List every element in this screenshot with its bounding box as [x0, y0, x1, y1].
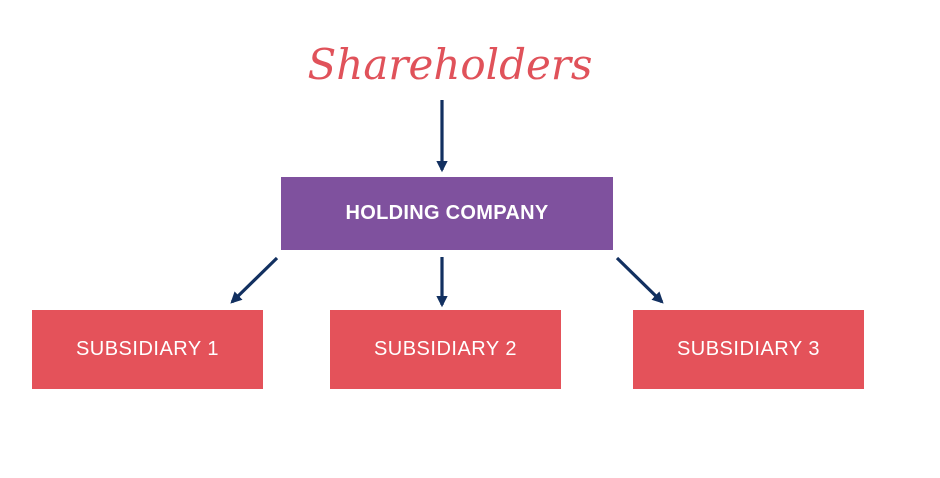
subsidiary-2-label: SUBSIDIARY 2	[373, 338, 518, 360]
arrow-holding-to-subsidiary-3	[615, 256, 664, 304]
holding-company-box: HOLDING COMPANY	[281, 177, 613, 250]
subsidiary-2-box: SUBSIDIARY 2	[330, 310, 561, 389]
subsidiary-1-box: SUBSIDIARY 1	[32, 310, 263, 389]
subsidiary-3-label: SUBSIDIARY 3	[676, 338, 821, 360]
holding-company-label: HOLDING COMPANY	[345, 202, 549, 224]
shareholders-title: Shareholders	[307, 40, 593, 89]
subsidiary-3-box: SUBSIDIARY 3	[633, 310, 864, 389]
arrow-holding-to-subsidiary-1	[230, 256, 279, 304]
subsidiary-1-label: SUBSIDIARY 1	[75, 338, 220, 360]
